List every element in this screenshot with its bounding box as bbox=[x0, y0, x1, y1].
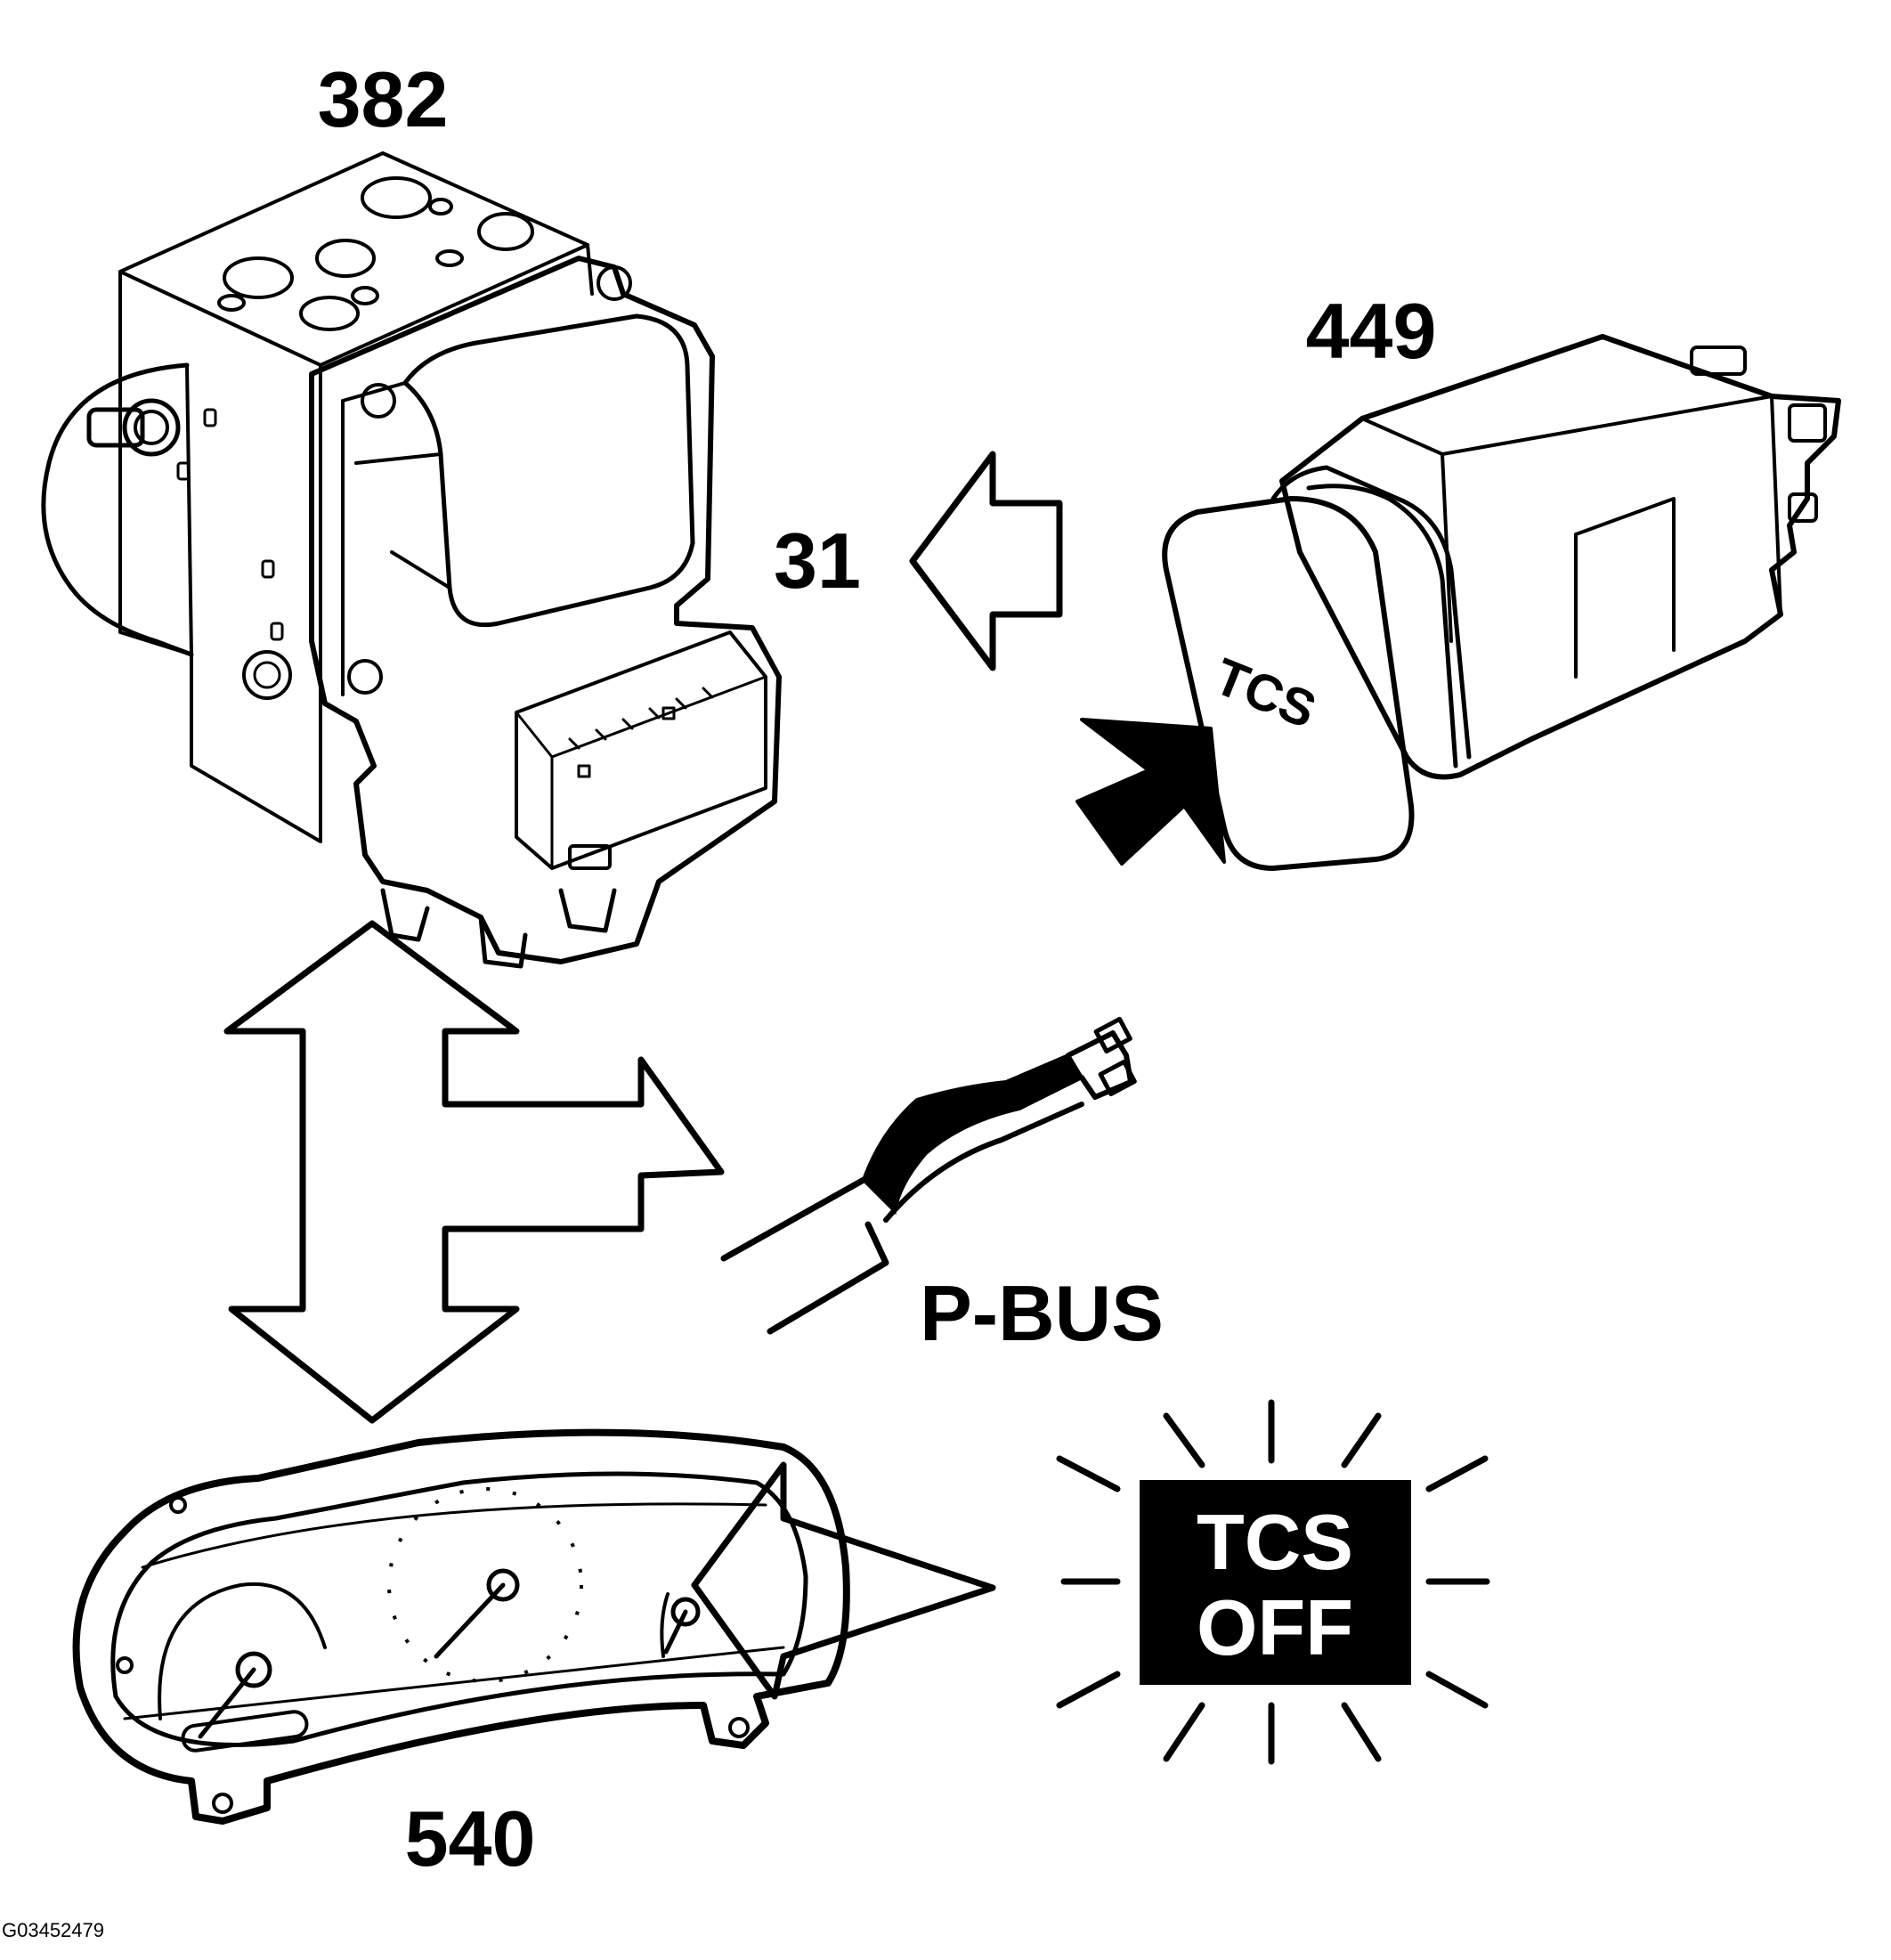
figure-id: G03452479 bbox=[2, 1919, 104, 1941]
tcs-off-warning-lamp: TCS OFF bbox=[1140, 1480, 1411, 1685]
label-449: 449 bbox=[1306, 287, 1437, 375]
lamp-glow-rays bbox=[1056, 1399, 1490, 1765]
abs-control-module bbox=[41, 151, 782, 969]
label-31: 31 bbox=[774, 516, 861, 605]
switch-legend: TCS bbox=[1206, 647, 1324, 740]
p-bus-cable bbox=[720, 1016, 1137, 1335]
indicator-arrow bbox=[691, 1461, 996, 1700]
press-arrow-icon bbox=[1075, 718, 1226, 866]
data-bus-arrows bbox=[223, 920, 725, 1424]
warning-lamp-line2: OFF bbox=[1197, 1583, 1353, 1671]
instrument-cluster bbox=[72, 1428, 850, 1825]
warning-lamp-line1: TCS bbox=[1197, 1498, 1353, 1586]
label-382: 382 bbox=[318, 55, 449, 143]
label-540: 540 bbox=[405, 1794, 536, 1883]
signal-arrow-left bbox=[909, 451, 1063, 671]
tcs-switch: TCS bbox=[1162, 334, 1841, 871]
label-p-bus: P-BUS bbox=[920, 1269, 1164, 1357]
